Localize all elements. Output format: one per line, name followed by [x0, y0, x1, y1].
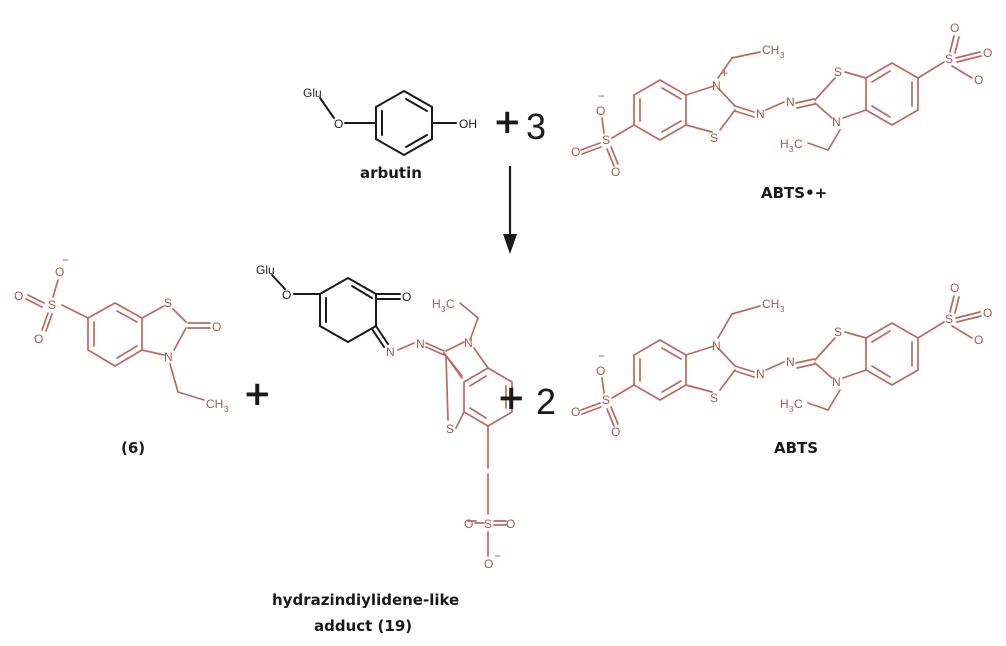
- svg-text:S: S: [484, 517, 492, 531]
- svg-text:−: −: [494, 549, 501, 563]
- svg-text:S: S: [710, 391, 718, 405]
- svg-text:−: −: [598, 349, 605, 363]
- svg-text:O: O: [212, 320, 221, 334]
- svg-text:O: O: [596, 364, 605, 378]
- svg-text:O: O: [983, 306, 992, 320]
- svg-text:O: O: [950, 21, 959, 35]
- svg-text:CH: CH: [762, 297, 779, 311]
- svg-text:CH: CH: [206, 397, 223, 411]
- abts-radical-coefficient: 3: [526, 106, 546, 147]
- svg-text:C: C: [794, 397, 803, 411]
- svg-text:H: H: [780, 137, 789, 151]
- svg-text:3: 3: [789, 405, 794, 414]
- abts-label: ABTS: [774, 439, 818, 457]
- oxygen-atom: O: [334, 117, 343, 131]
- svg-text:O: O: [14, 289, 23, 303]
- plus-sign-3: +: [497, 378, 526, 418]
- svg-text:C: C: [446, 297, 455, 311]
- compound-6-label: (6): [121, 439, 145, 457]
- adduct-carbonyl-oxygen: O: [402, 290, 411, 304]
- svg-text:S: S: [834, 325, 842, 339]
- svg-text:O: O: [34, 332, 43, 346]
- svg-text:N: N: [756, 107, 765, 121]
- adduct-label-line2: adduct (19): [314, 617, 412, 635]
- svg-text:O: O: [974, 333, 983, 347]
- plus-sign-1: +: [493, 102, 522, 142]
- svg-text:S: S: [945, 312, 953, 326]
- svg-text:H: H: [780, 397, 789, 411]
- svg-text:3: 3: [780, 51, 785, 60]
- svg-text:S: S: [710, 131, 718, 145]
- svg-text:C: C: [794, 137, 803, 151]
- svg-text:S: S: [446, 422, 454, 436]
- svg-text:O: O: [484, 557, 493, 571]
- arbutin-structure: Glu O OH: [303, 86, 477, 157]
- svg-text:−: −: [598, 89, 605, 103]
- svg-text:N: N: [832, 115, 841, 129]
- svg-text:N: N: [712, 79, 721, 93]
- svg-text:O: O: [571, 405, 580, 419]
- svg-text:CH: CH: [762, 43, 779, 57]
- abts-radical-label: ABTS•+: [761, 184, 827, 202]
- svg-text:N: N: [416, 337, 425, 351]
- svg-text:N: N: [464, 336, 473, 350]
- svg-text:3: 3: [780, 305, 785, 314]
- svg-text:O: O: [611, 425, 620, 439]
- svg-text:O: O: [55, 265, 64, 279]
- svg-text:3: 3: [441, 305, 446, 314]
- hydroxyl-group: OH: [459, 117, 477, 131]
- svg-text:O: O: [974, 73, 983, 87]
- svg-text:3: 3: [789, 145, 794, 154]
- arbutin-label: arbutin: [360, 164, 422, 182]
- svg-text:N: N: [712, 339, 721, 353]
- svg-text:H: H: [432, 297, 441, 311]
- abts-coefficient: 2: [536, 381, 556, 422]
- reaction-arrow: [503, 166, 517, 254]
- svg-text:S: S: [945, 52, 953, 66]
- svg-text:N: N: [756, 367, 765, 381]
- svg-text:3: 3: [224, 405, 229, 414]
- svg-text:S: S: [164, 296, 172, 310]
- svg-text:O: O: [464, 517, 473, 531]
- svg-text:+: +: [721, 66, 728, 80]
- svg-text:O: O: [983, 46, 992, 60]
- svg-text:O: O: [506, 517, 515, 531]
- svg-text:O: O: [611, 165, 620, 179]
- svg-text:−: −: [62, 253, 69, 267]
- svg-text:S: S: [602, 133, 610, 147]
- svg-text:N: N: [164, 350, 173, 364]
- svg-text:N: N: [832, 375, 841, 389]
- svg-text:N: N: [386, 345, 395, 359]
- svg-text:O: O: [596, 104, 605, 118]
- adduct-ether-oxygen: O: [282, 288, 291, 302]
- svg-text:S: S: [834, 65, 842, 79]
- adduct-glu-label: Glu: [256, 263, 275, 277]
- svg-text:S: S: [602, 393, 610, 407]
- svg-text:O: O: [950, 281, 959, 295]
- svg-text:N: N: [786, 95, 795, 109]
- adduct-label-line1: hydrazindiylidene-like: [272, 591, 459, 609]
- plus-sign-2: +: [243, 374, 272, 414]
- svg-text:N: N: [786, 355, 795, 369]
- glu-label: Glu: [303, 86, 322, 100]
- svg-text:O: O: [571, 145, 580, 159]
- svg-text:S: S: [48, 298, 56, 312]
